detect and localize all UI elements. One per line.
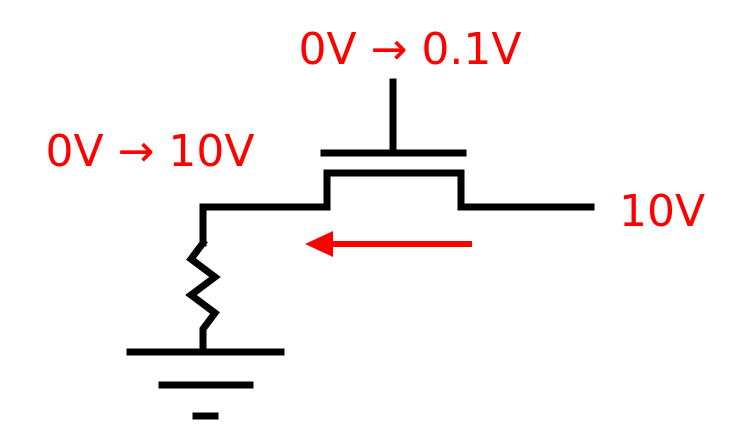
drain-voltage-label: 10V (619, 186, 705, 237)
channel (323, 169, 465, 211)
transistor (320, 78, 467, 211)
source-voltage-label: 0V → 10V (45, 126, 254, 177)
current-arrow (305, 231, 472, 257)
current-arrow-head (305, 231, 333, 257)
ground-symbol (126, 348, 285, 420)
gate-voltage-label: 0V → 0.1V (298, 24, 521, 75)
resistor (185, 238, 221, 356)
source-wire (199, 203, 331, 247)
